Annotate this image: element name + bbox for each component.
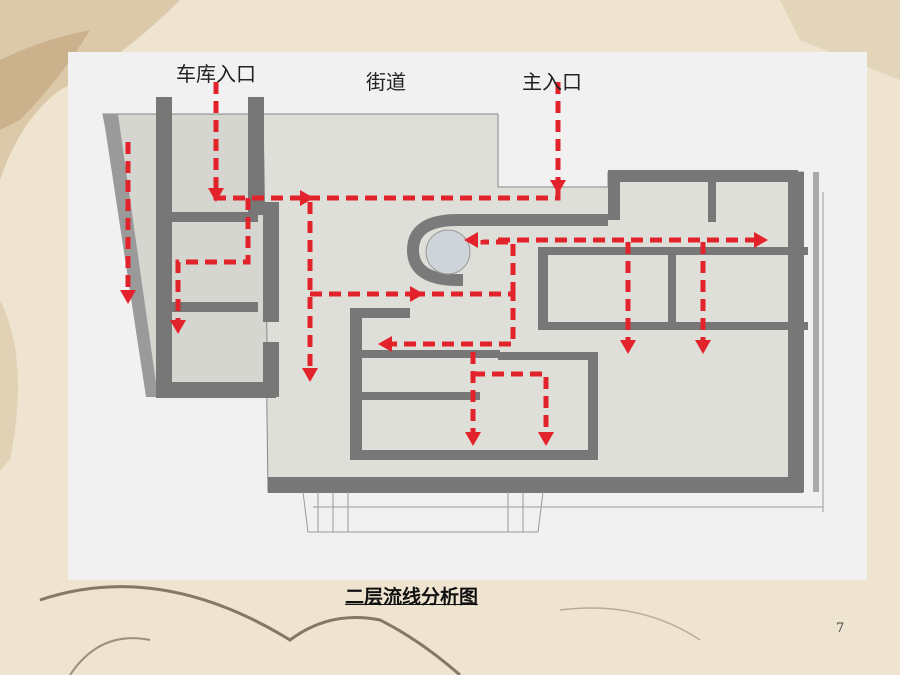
dimension-lines xyxy=(313,192,824,512)
arrow-heads xyxy=(120,180,768,446)
floor-plan-drawing xyxy=(102,82,824,533)
page-number: 7 xyxy=(836,621,845,636)
diagram-caption: 二层流线分析图 xyxy=(345,586,479,608)
walls xyxy=(156,97,819,493)
garage-entrance-label: 车库入口 xyxy=(176,62,256,86)
street-label: 街道 xyxy=(366,70,406,94)
bottom-stair xyxy=(302,491,544,533)
main-entrance-label: 主入口 xyxy=(522,70,582,94)
spiral-stair xyxy=(406,214,608,286)
flow-arrows xyxy=(125,82,758,437)
slanted-facade xyxy=(103,114,158,397)
floor-plan-panel: 车库入口 街道 主入口 xyxy=(68,52,867,580)
